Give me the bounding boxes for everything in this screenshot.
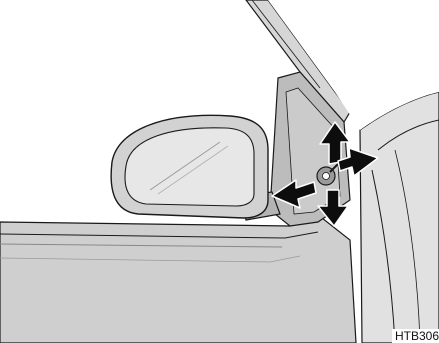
door-frame-right <box>360 92 439 343</box>
figure-code-label: HTB306 <box>392 329 439 343</box>
knob-center <box>323 173 330 180</box>
